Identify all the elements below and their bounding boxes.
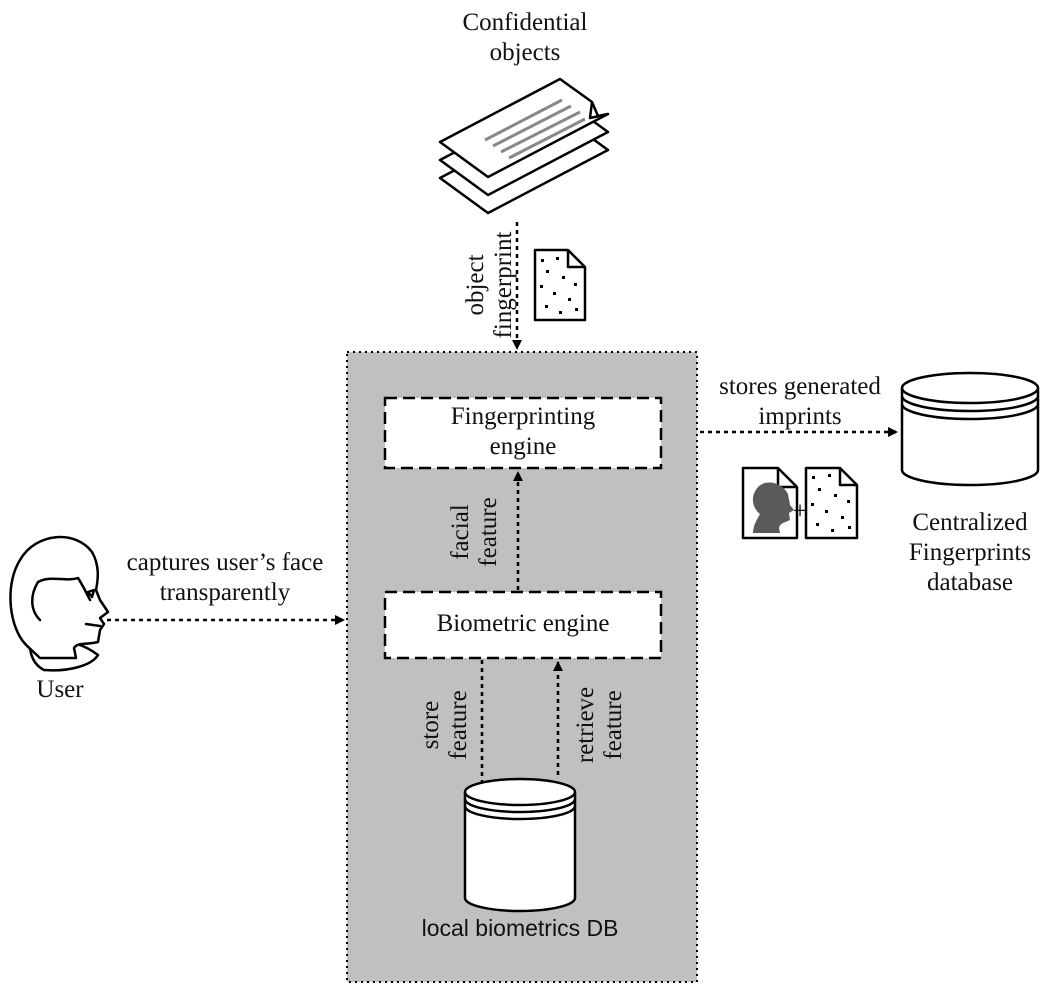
captures-line1: captures user’s face bbox=[126, 549, 324, 576]
biometric-engine-box bbox=[383, 590, 663, 660]
face-imprint-document-icon bbox=[741, 466, 799, 540]
facial-feature-line1: facial bbox=[447, 504, 474, 560]
stores-line1: stores generated bbox=[719, 373, 881, 400]
store-feature-line1: store bbox=[417, 700, 444, 750]
local-db-cylinder-icon bbox=[463, 777, 577, 913]
retrieve-feature-line2: feature bbox=[600, 690, 627, 760]
fingerprint-imprint-document-icon bbox=[804, 466, 859, 540]
local-db-label: local biometrics DB bbox=[421, 915, 619, 941]
fingerprinting-engine-box bbox=[383, 396, 663, 470]
fingerprinting-engine-label: Fingerprinting engine bbox=[387, 402, 659, 462]
captures-label: captures user’s face transparently bbox=[105, 548, 345, 608]
object-fingerprint-line2: fingerprint bbox=[490, 231, 517, 339]
central-db-line3: database bbox=[926, 569, 1014, 596]
captures-line2: transparently bbox=[159, 579, 291, 606]
central-db-label: Centralized Fingerprints database bbox=[880, 508, 1045, 598]
fingerprinting-engine-line2: engine bbox=[489, 433, 557, 460]
stores-label: stores generated imprints bbox=[700, 372, 900, 432]
facial-feature-line2: feature bbox=[475, 497, 502, 567]
confidential-objects-line2: objects bbox=[489, 39, 561, 66]
retrieve-feature-line1: retrieve bbox=[572, 686, 599, 764]
object-fingerprint-document-icon bbox=[533, 248, 587, 322]
confidential-objects-line1: Confidential bbox=[462, 9, 588, 36]
confidential-documents-icon bbox=[438, 77, 610, 215]
user-head-icon bbox=[9, 535, 110, 672]
store-feature-line2: feature bbox=[445, 690, 472, 760]
central-db-line2: Fingerprints bbox=[908, 539, 1032, 566]
central-db-cylinder-icon bbox=[900, 371, 1040, 487]
store-feature-label: store feature bbox=[417, 665, 473, 785]
plus-sign: + bbox=[792, 498, 808, 525]
confidential-objects-label: Confidential objects bbox=[440, 8, 610, 68]
user-label: User bbox=[36, 676, 84, 703]
fingerprinting-engine-line1: Fingerprinting bbox=[450, 403, 596, 430]
stores-line2: imprints bbox=[758, 403, 842, 430]
object-fingerprint-label: object fingerprint bbox=[462, 210, 518, 360]
biometric-engine-label: Biometric engine bbox=[436, 610, 610, 637]
object-fingerprint-line1: object bbox=[462, 254, 489, 316]
facial-feature-label: facial feature bbox=[447, 472, 503, 592]
central-db-line1: Centralized bbox=[912, 509, 1028, 536]
retrieve-feature-label: retrieve feature bbox=[572, 660, 628, 790]
